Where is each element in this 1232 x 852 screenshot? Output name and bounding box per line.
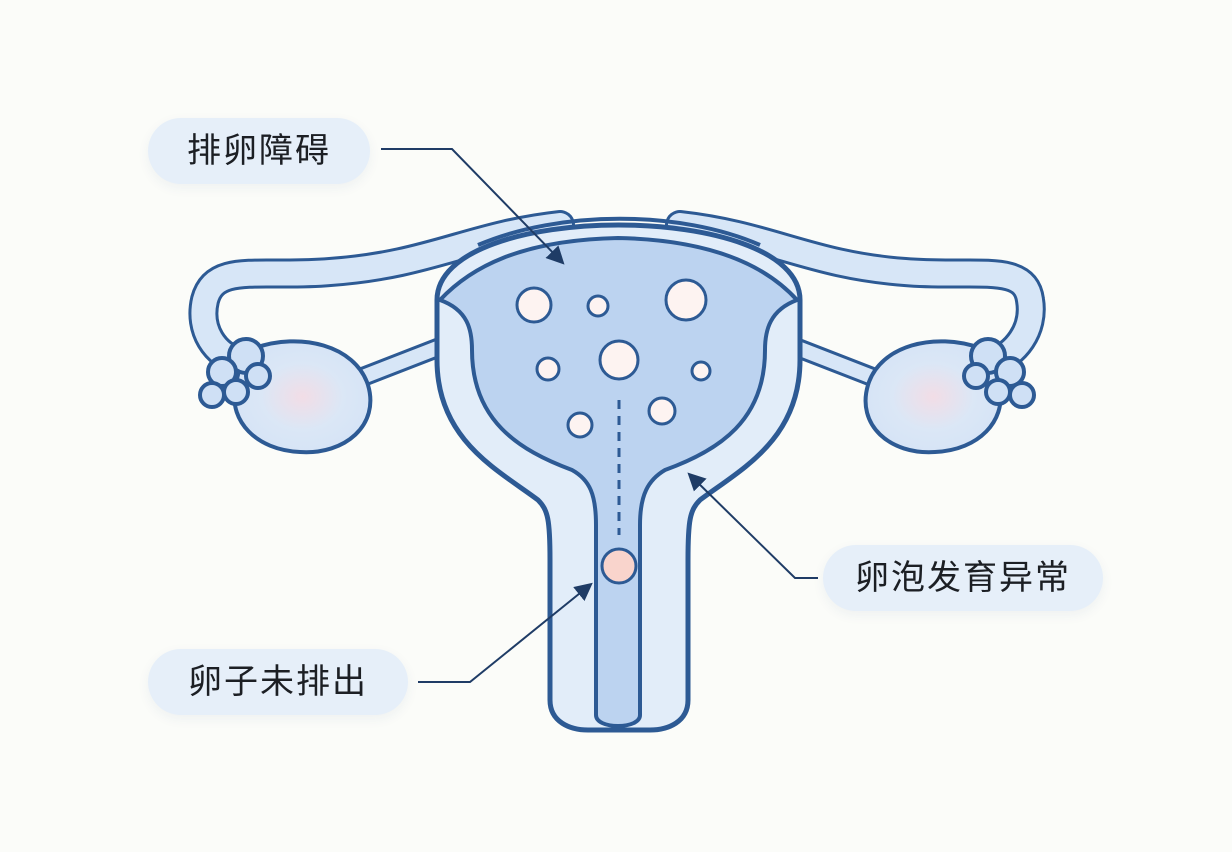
left-fimbriae [198,337,272,409]
follicle [690,360,712,382]
pointer-egg [418,582,593,683]
left-ovarian-ligament [345,335,455,390]
follicle [647,396,677,426]
follicle [664,278,708,322]
follicle [598,339,640,381]
follicle [566,411,594,439]
right-ovarian-ligament [780,335,890,390]
follicle [515,286,553,324]
label-ovulation-disorder: 排卵障碍 [148,118,370,184]
egg [600,547,638,585]
pointer-ovulation [381,148,565,265]
right-fallopian-tube [665,210,1046,377]
left-fallopian-tube [188,210,575,377]
follicles [515,278,712,439]
uterus-fundus-band [477,216,761,247]
right-fimbriae [962,337,1036,409]
pointer-follicle [687,472,818,579]
follicle [586,294,610,318]
label-egg-not-released: 卵子未排出 [148,649,408,715]
follicle [535,356,561,382]
label-follicle-abnormal: 卵泡发育异常 [823,545,1103,611]
